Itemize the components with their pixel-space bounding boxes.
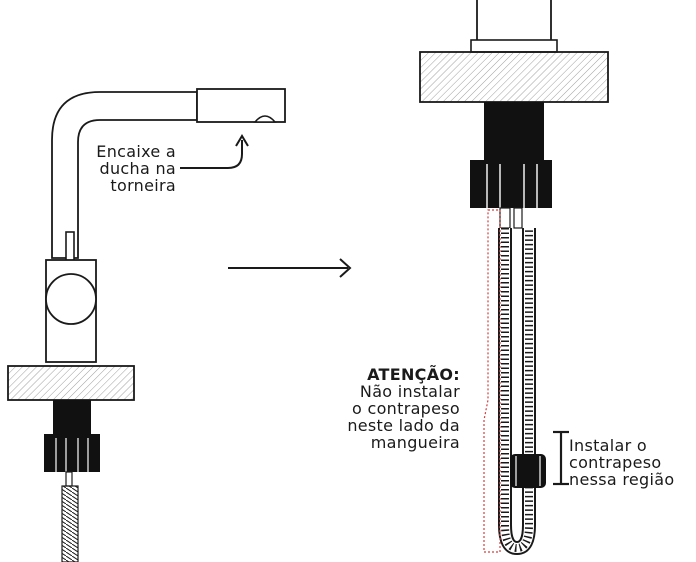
- countertop-right: [419, 51, 609, 103]
- attach-arrow: [180, 140, 243, 169]
- attach-label: Encaixe a ducha na torneira: [96, 142, 176, 195]
- countertop-left: [7, 365, 135, 401]
- hose-left: [61, 485, 79, 562]
- faucet-left: [7, 88, 286, 562]
- faucet-right: [419, 0, 609, 556]
- faucet-knob: [45, 273, 97, 325]
- transition-arrow: [228, 258, 352, 278]
- counterweight: [510, 454, 546, 488]
- mounting-nut-left: [53, 400, 91, 438]
- forbidden-zone: [483, 209, 501, 553]
- shower-head: [196, 88, 286, 123]
- warning-title: ATENÇÃO:: [367, 365, 460, 384]
- install-bracket: [553, 430, 569, 486]
- warning-label: ATENÇÃO: Não instalar o contrapeso neste…: [302, 366, 460, 451]
- install-label: Instalar o contrapeso nessa região: [569, 436, 675, 489]
- mounting-nut-right: [484, 102, 544, 164]
